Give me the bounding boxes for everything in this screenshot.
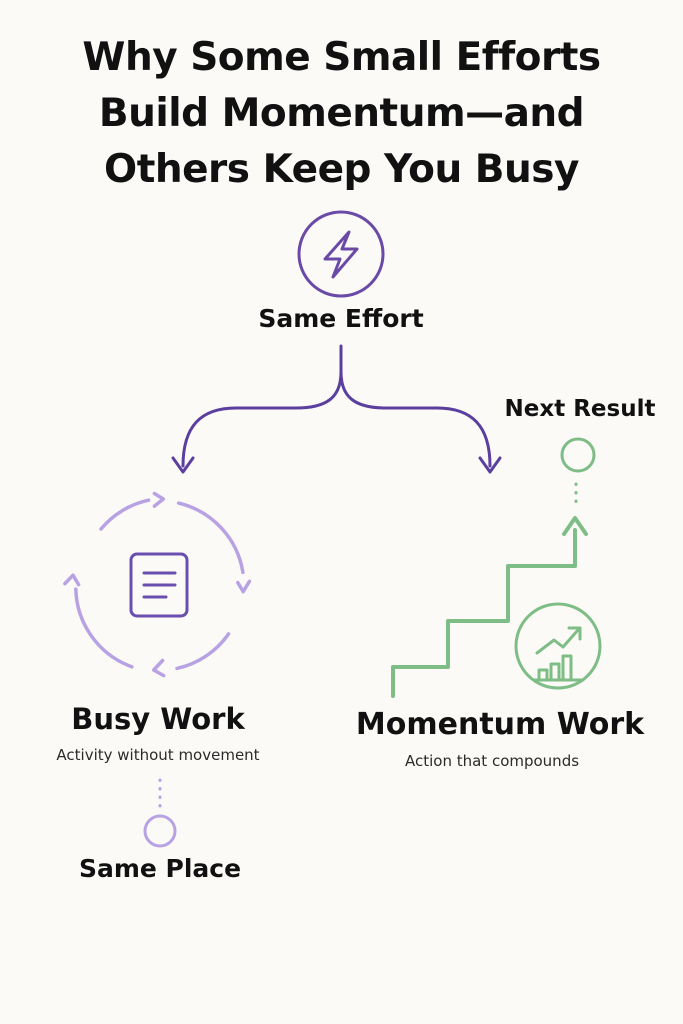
cycle-arc-bottom: [175, 632, 231, 671]
staircase-arrowhead: [562, 516, 588, 536]
title-line-1: Why Some Small Efforts: [82, 35, 601, 80]
title-line-3: Others Keep You Busy: [104, 147, 579, 192]
split-arrows: [171, 344, 502, 474]
busy-work-subtitle: Activity without movement: [56, 746, 260, 764]
busy-cycle: [63, 491, 252, 678]
same-place-marker: [143, 814, 177, 848]
cycle-arrowhead-left: [63, 573, 81, 587]
right-branch-arrow: [339, 370, 492, 468]
document-icon: [129, 552, 189, 618]
page-title: Why Some Small Efforts Build Momentum—an…: [0, 30, 683, 198]
cycle-arrowhead-right: [236, 579, 252, 594]
same-place-label: Same Place: [78, 854, 242, 883]
momentum-staircase: [391, 528, 577, 698]
next-result-marker: [560, 437, 596, 473]
title-line-2: Build Momentum—and: [98, 91, 585, 136]
effort-circle: [297, 210, 385, 298]
right-arrowhead: [478, 456, 502, 474]
cycle-arc-top: [99, 498, 151, 531]
cycle-arrowhead-top: [152, 491, 166, 508]
next-result-label: Next Result: [504, 396, 656, 422]
lightning-bolt-icon: [323, 230, 359, 279]
cycle-arc-left: [74, 587, 134, 669]
cycle-arrowhead-bottom: [151, 658, 166, 678]
cycle-arc-right: [176, 501, 245, 575]
same-effort-label: Same Effort: [258, 304, 424, 333]
busy-work-label: Busy Work: [71, 702, 245, 736]
effort-node: [297, 210, 385, 298]
left-branch-arrow: [181, 370, 343, 468]
left-arrowhead: [171, 456, 195, 474]
momentum-work-subtitle: Action that compounds: [404, 752, 580, 770]
momentum-work-label: Momentum Work: [355, 707, 645, 742]
growth-chart-icon: [514, 602, 602, 690]
